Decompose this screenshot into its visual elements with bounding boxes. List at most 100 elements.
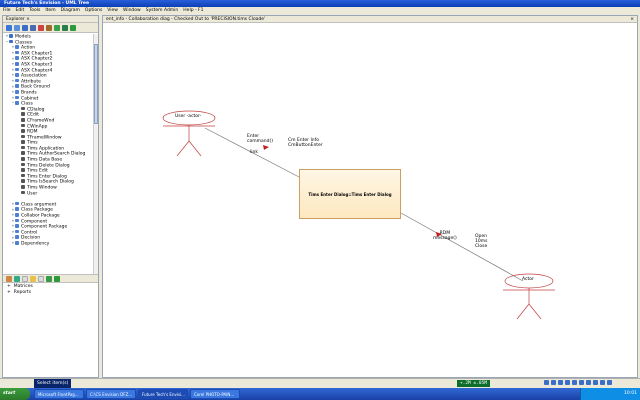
copy-icon[interactable] bbox=[30, 24, 36, 31]
back-icon[interactable] bbox=[6, 24, 12, 31]
menu-item[interactable]: Options bbox=[84, 8, 103, 13]
expand-toggle-icon[interactable]: + bbox=[7, 284, 11, 289]
taskbar-button[interactable]: Future Tech's Envisi... bbox=[138, 389, 188, 399]
menu-item[interactable]: File bbox=[3, 8, 11, 13]
start-button[interactable]: start bbox=[0, 388, 30, 400]
move-icon[interactable] bbox=[46, 275, 52, 282]
tree-item[interactable]: Tims Enter Dialog bbox=[3, 173, 98, 180]
menu-item[interactable]: System Admin bbox=[145, 8, 179, 13]
menu-item[interactable]: View bbox=[107, 8, 118, 13]
taskbar-button[interactable]: Corel PHOTO-PAIN... bbox=[190, 389, 240, 399]
paste-icon[interactable] bbox=[38, 24, 44, 31]
tree-item[interactable]: Tims Application bbox=[3, 145, 98, 152]
expand-toggle-icon[interactable]: + bbox=[11, 62, 15, 67]
tree-item[interactable]: +Back Ground bbox=[3, 84, 98, 90]
expand-toggle-icon[interactable]: + bbox=[11, 45, 15, 50]
menu-item[interactable]: Help - F1 bbox=[183, 8, 204, 13]
tree-item[interactable]: Tims Edit bbox=[3, 168, 98, 174]
tree-item[interactable]: +Decision bbox=[3, 235, 98, 241]
tree-item[interactable] bbox=[3, 196, 98, 202]
fit-icon[interactable] bbox=[558, 380, 563, 385]
tree-item[interactable]: +ASX Chapter2 bbox=[3, 56, 98, 62]
report-icon[interactable] bbox=[22, 275, 28, 282]
expand-toggle-icon[interactable]: + bbox=[11, 241, 15, 246]
tree-item[interactable]: CFrameWnd bbox=[3, 117, 98, 124]
grid-icon[interactable] bbox=[572, 380, 577, 385]
refresh-icon[interactable] bbox=[70, 24, 76, 31]
tree-item[interactable]: TFrameWindow bbox=[3, 134, 98, 141]
tree-item[interactable]: Tims AuthorSearch Dialog bbox=[3, 151, 98, 157]
expand-toggle-icon[interactable]: + bbox=[11, 84, 15, 89]
tree-item[interactable]: Tims Window bbox=[3, 185, 98, 191]
menu-item[interactable]: Item bbox=[45, 8, 56, 13]
lower-tree-item[interactable]: +Reports bbox=[3, 290, 98, 296]
expand-toggle-icon[interactable]: + bbox=[11, 224, 15, 229]
tree-item[interactable]: +Action bbox=[3, 45, 98, 51]
refresh-icon[interactable] bbox=[54, 275, 60, 282]
expand-toggle-icon[interactable]: − bbox=[5, 39, 9, 44]
print-icon[interactable] bbox=[586, 380, 591, 385]
forward-icon[interactable] bbox=[14, 24, 20, 31]
tree-item[interactable]: +Component Package bbox=[3, 224, 98, 230]
taskbar-button[interactable]: C:\CS Envision DFZ... bbox=[86, 389, 136, 399]
tree-item[interactable]: +Component bbox=[3, 218, 98, 225]
class-tims-enter-dialog[interactable]: Tims Enter Dialog::Tims Enter Dialog bbox=[299, 169, 401, 219]
chart-icon[interactable] bbox=[6, 275, 12, 282]
expand-toggle-icon[interactable]: + bbox=[11, 90, 15, 95]
tree-item[interactable]: −Classes bbox=[3, 39, 98, 46]
expand-toggle-icon[interactable]: + bbox=[11, 67, 15, 72]
tree-item[interactable]: +Brands bbox=[3, 89, 98, 96]
tree-item[interactable]: Tims IsSearch Dialog bbox=[3, 179, 98, 185]
tree-item[interactable]: +Attribute bbox=[3, 78, 98, 85]
expand-toggle-icon[interactable]: + bbox=[11, 79, 15, 84]
expand-toggle-icon[interactable]: + bbox=[11, 51, 15, 56]
tree-item[interactable]: +Cabinet bbox=[3, 95, 98, 102]
zoom-out-icon[interactable] bbox=[551, 380, 556, 385]
tree-item[interactable]: Tims bbox=[3, 140, 98, 146]
tree-item[interactable]: CDialog bbox=[3, 106, 98, 113]
tree-item[interactable]: +ASX Chapter4 bbox=[3, 67, 98, 74]
taskbar-button[interactable]: Microsoft FrontPag... bbox=[34, 389, 84, 399]
tree-item[interactable]: +Association bbox=[3, 73, 98, 79]
expand-toggle-icon[interactable]: + bbox=[11, 202, 15, 207]
align-icon[interactable] bbox=[579, 380, 584, 385]
up-icon[interactable] bbox=[22, 24, 28, 31]
tree-item[interactable]: +ASX Chapter3 bbox=[3, 61, 98, 68]
expand-toggle-icon[interactable]: + bbox=[11, 73, 15, 78]
expand-toggle-icon[interactable]: + bbox=[7, 290, 11, 295]
expand-toggle-icon[interactable]: + bbox=[11, 235, 15, 240]
tree-item[interactable]: −Class bbox=[3, 101, 98, 107]
expand-toggle-icon[interactable]: + bbox=[11, 230, 15, 235]
expand-toggle-icon[interactable]: + bbox=[11, 95, 15, 100]
tree-item[interactable]: CEdit bbox=[3, 112, 98, 118]
menu-item[interactable]: Edit bbox=[15, 8, 25, 13]
zoom-in-icon[interactable] bbox=[544, 380, 549, 385]
expand-toggle-icon[interactable]: + bbox=[11, 207, 15, 212]
expand-toggle-icon[interactable]: + bbox=[11, 56, 15, 61]
tree-item[interactable]: Tims Data Base bbox=[3, 157, 98, 163]
menu-item[interactable]: Tools bbox=[29, 8, 41, 13]
expand-toggle-icon[interactable]: + bbox=[5, 34, 9, 39]
tree-item[interactable]: Tims Delete Dialog bbox=[3, 162, 98, 169]
menu-item[interactable]: Diagram bbox=[60, 8, 80, 13]
tree-item[interactable]: +Models bbox=[3, 34, 98, 40]
tree-item[interactable]: +Class argument bbox=[3, 201, 98, 208]
tree-item[interactable]: +Class Package bbox=[3, 207, 98, 213]
tree-item[interactable]: +ASX Chapter1 bbox=[3, 50, 98, 57]
expand-toggle-icon[interactable]: + bbox=[11, 213, 15, 218]
tree-item[interactable]: +Dependency bbox=[3, 240, 98, 247]
pan-icon[interactable] bbox=[565, 380, 570, 385]
explorer-tab[interactable]: Explorer × bbox=[3, 16, 98, 23]
folder-icon[interactable] bbox=[30, 275, 36, 282]
matrix-icon[interactable] bbox=[14, 275, 20, 282]
menu-item[interactable]: Window bbox=[122, 8, 141, 13]
tree-item[interactable]: RDM bbox=[3, 129, 98, 135]
scroll-thumb[interactable] bbox=[94, 44, 98, 124]
expand-toggle-icon[interactable]: + bbox=[11, 218, 15, 223]
expand-toggle-icon[interactable]: − bbox=[11, 101, 15, 106]
edit-icon[interactable] bbox=[46, 24, 52, 31]
close-icon[interactable]: × bbox=[630, 17, 634, 22]
link-icon[interactable] bbox=[54, 24, 60, 31]
help-icon[interactable] bbox=[607, 380, 612, 385]
tree-scrollbar[interactable] bbox=[93, 34, 98, 274]
